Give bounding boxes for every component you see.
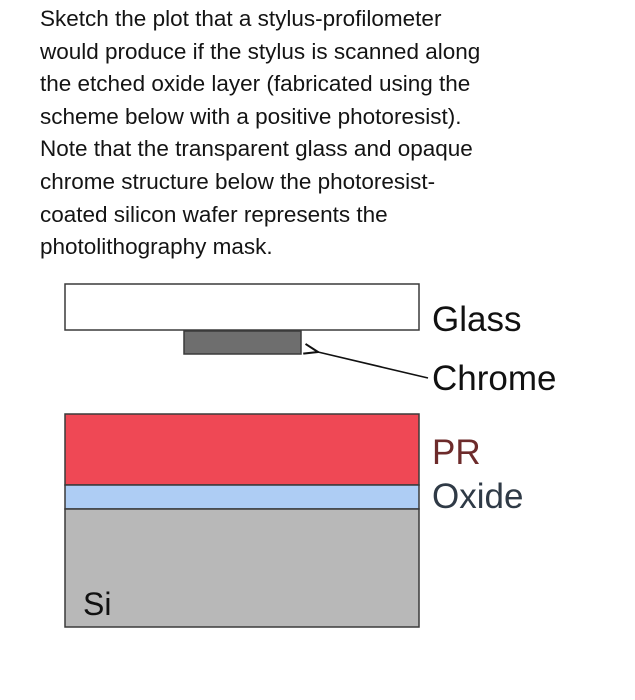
chrome-pointer-arrow bbox=[318, 352, 429, 379]
glass-plate bbox=[64, 283, 420, 331]
question-line-1: Sketch the plot that a stylus-profilomet… bbox=[40, 6, 442, 31]
pr-label: PR bbox=[432, 433, 481, 472]
question-line-3: the etched oxide layer (fabricated using… bbox=[40, 71, 471, 97]
chrome-label: Chrome bbox=[432, 359, 556, 398]
oxide-layer bbox=[64, 484, 420, 510]
question-line-6: chrome structure below the photoresist- bbox=[40, 168, 436, 194]
question-text: Sketch the plot that a stylus-profilomet… bbox=[40, 3, 600, 264]
photoresist-layer bbox=[64, 413, 420, 486]
chrome-pattern bbox=[183, 330, 302, 355]
question-line-4: scheme below with a positive photoresist… bbox=[40, 103, 462, 129]
oxide-label: Oxide bbox=[432, 477, 523, 516]
glass-label: Glass bbox=[432, 300, 521, 339]
si-label: Si bbox=[83, 586, 111, 622]
silicon-substrate bbox=[64, 508, 420, 628]
question-line-7: coated silicon wafer represents the bbox=[40, 201, 388, 227]
question-line-2: would produce if the stylus is scanned a… bbox=[40, 38, 481, 64]
question-line-5: Note that the transparent glass and opaq… bbox=[40, 136, 473, 162]
question-line-8: photolithography mask. bbox=[40, 234, 273, 260]
